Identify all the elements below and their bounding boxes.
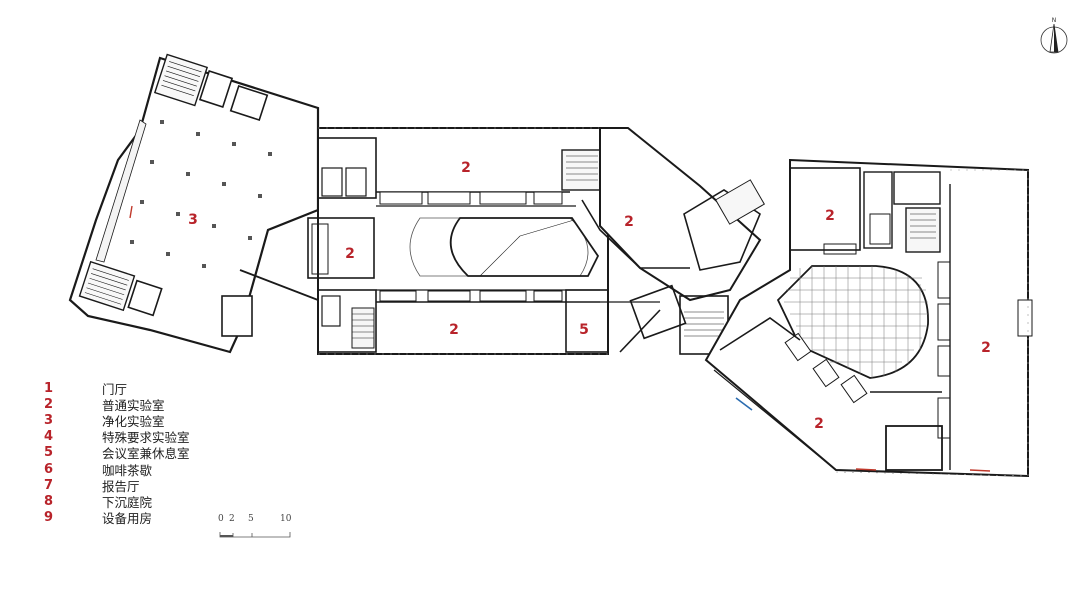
legend-item: 3 净化实验室 — [44, 412, 190, 429]
scale-tick-label: 10 — [280, 514, 292, 524]
legend-number: 8 — [44, 493, 54, 509]
legend-label: 设备用房 — [102, 511, 153, 527]
west-wing — [68, 53, 320, 354]
scale-labels: 0 2 5 10 — [214, 514, 294, 526]
legend-item: 8 下沉庭院 — [44, 493, 190, 510]
room-label: 2 — [345, 246, 355, 262]
legend-item: 7 报告厅 — [44, 477, 190, 494]
room-label: 2 — [449, 322, 459, 338]
legend-number: 1 — [44, 380, 54, 396]
legend-number: 5 — [44, 445, 54, 461]
legend-item: 5 会议室兼休息室 — [44, 445, 190, 461]
legend-item: 9 设备用房 — [44, 510, 190, 526]
legend-number: 9 — [44, 510, 54, 526]
room-labels: 3 2 2 2 2 5 2 2 2 — [188, 160, 991, 432]
east-wing — [129, 158, 1033, 478]
legend-label: 普通实验室 — [102, 397, 165, 413]
legend-number: 4 — [44, 429, 54, 445]
legend-item: 1 门厅 — [44, 380, 190, 397]
room-label: 5 — [579, 322, 589, 338]
room-label: 2 — [814, 416, 824, 432]
legend-label: 净化实验室 — [102, 413, 165, 429]
central-block — [307, 127, 609, 355]
room-label: 2 — [461, 160, 471, 176]
legend-number: 6 — [44, 461, 54, 477]
room-label: 2 — [624, 214, 634, 230]
legend-label: 门厅 — [102, 381, 128, 397]
room-label: 3 — [188, 212, 198, 228]
legend-label: 报告厅 — [102, 478, 140, 494]
scale-bar: 0 2 5 10 — [214, 514, 294, 545]
room-label: 2 — [825, 208, 835, 224]
legend-number: 3 — [44, 412, 54, 428]
legend-label: 下沉庭院 — [102, 494, 153, 510]
legend-label: 咖啡茶歇 — [102, 462, 153, 478]
north-arrow-icon: N — [1040, 17, 1068, 54]
legend-item: 6 咖啡茶歇 — [44, 461, 190, 478]
legend-item: 2 普通实验室 — [44, 396, 190, 413]
legend-item: 4 特殊要求实验室 — [44, 429, 190, 445]
legend-number: 7 — [44, 477, 54, 493]
scale-tick-label: 5 — [248, 514, 254, 524]
north-label: N — [1052, 17, 1057, 24]
legend-number: 2 — [44, 396, 54, 412]
legend-label: 会议室兼休息室 — [102, 446, 190, 462]
legend: 1 门厅 2 普通实验室 3 净化实验室 4 特殊要求实验室 5 会议室兼休息室 6 咖啡茶… — [44, 380, 190, 527]
scale-tick-label: 0 — [218, 514, 224, 524]
link-block — [581, 127, 766, 355]
scale-tick-label: 2 — [229, 514, 235, 524]
room-label: 2 — [981, 340, 991, 356]
scale-graphic — [219, 532, 291, 538]
legend-label: 特殊要求实验室 — [102, 430, 190, 446]
